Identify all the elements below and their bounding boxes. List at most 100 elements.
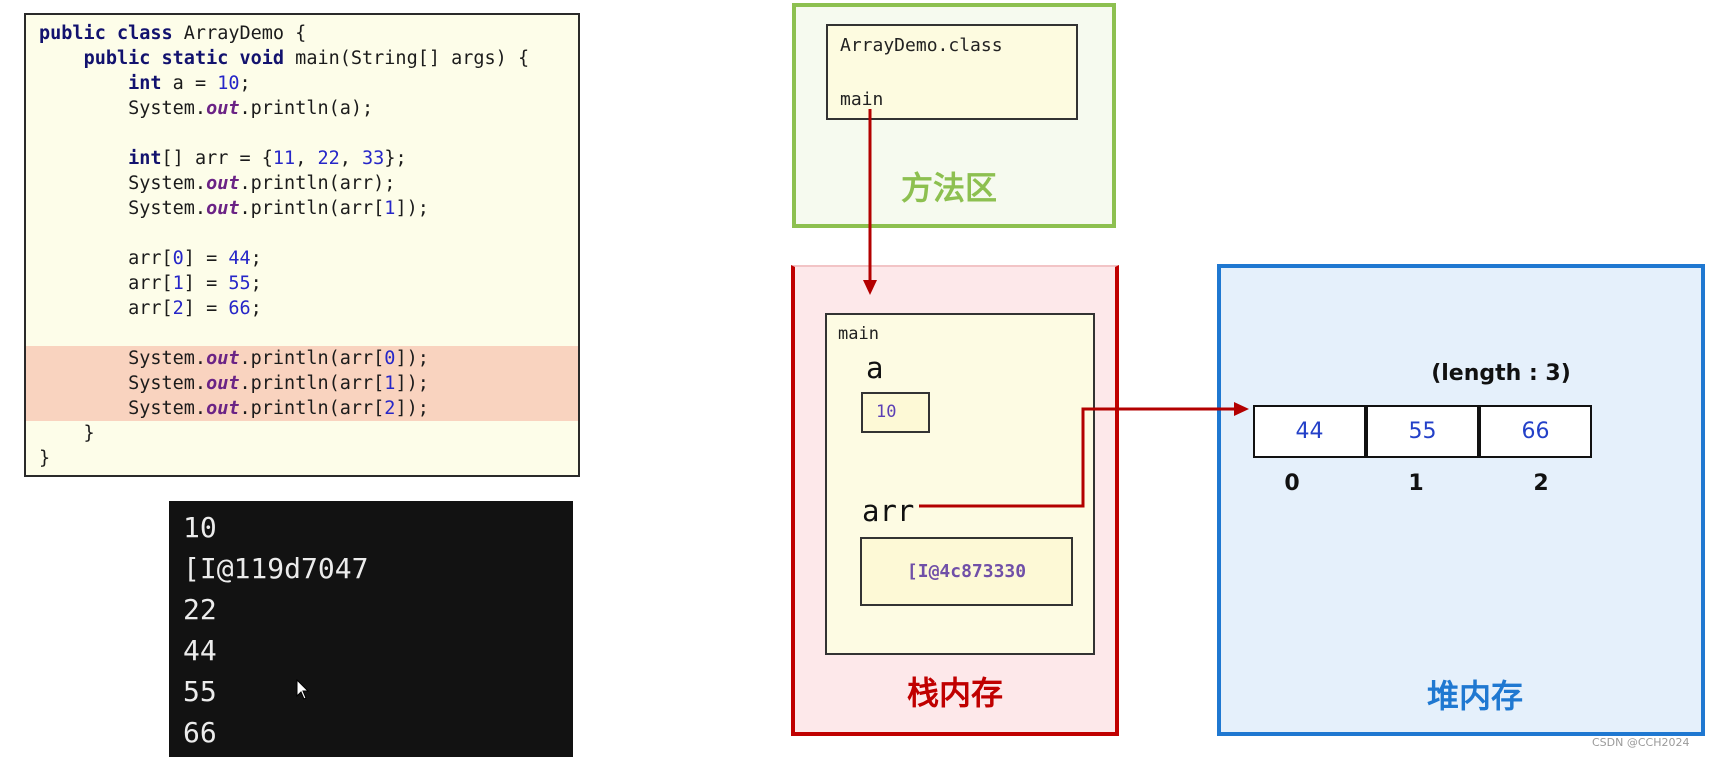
code-token-text: ] = [183, 298, 229, 319]
array-cell: 66 [1479, 405, 1592, 458]
console-output-line: 22 [183, 593, 217, 626]
code-token-field: out [206, 373, 240, 394]
code-token-text: ]); [395, 373, 429, 394]
class-file-name: ArrayDemo.class [840, 35, 1003, 56]
code-token-text: System. [39, 173, 207, 194]
code-line: int a = 10; [26, 71, 578, 96]
code-token-field: out [206, 398, 240, 419]
code-token-number: 33 [362, 148, 385, 169]
code-token-number: 10 [217, 73, 240, 94]
code-token-text: ; [239, 73, 251, 94]
code-line-highlighted: System.out.println(arr[1]); [26, 371, 578, 396]
code-token-text: ] = [183, 273, 229, 294]
code-line [26, 121, 578, 146]
array-cell: 44 [1253, 405, 1366, 458]
code-token-text: ]); [395, 398, 429, 419]
variable-name-a: a [866, 351, 884, 385]
code-line-highlighted: System.out.println(arr[2]); [26, 396, 578, 421]
code-token-field: out [206, 98, 240, 119]
code-token-number: 1 [172, 273, 184, 294]
code-token-text: [] arr = { [161, 148, 273, 169]
code-token-number: 22 [317, 148, 340, 169]
code-token-text: ; [250, 298, 262, 319]
console-output-line: 44 [183, 634, 217, 667]
code-token-keyword: int [128, 148, 162, 169]
code-token-keyword: public static void [83, 48, 285, 69]
code-token-number: 0 [384, 348, 396, 369]
console-output-line: 66 [183, 716, 217, 749]
console-output-line: 55 [183, 675, 217, 708]
array-length-label: (length : 3) [1431, 361, 1571, 386]
code-token-text: System. [39, 373, 207, 394]
code-line: arr[2] = 66; [26, 296, 578, 321]
variable-value-arr: [I@4c873330 [906, 561, 1027, 582]
code-token-number: 2 [384, 398, 396, 419]
variable-value-arr-box: [I@4c873330 [860, 537, 1073, 606]
code-line: System.out.println(a); [26, 96, 578, 121]
code-token-number: 0 [172, 248, 184, 269]
code-line [26, 221, 578, 246]
code-token-text: ArrayDemo { [172, 23, 307, 44]
code-line: arr[0] = 44; [26, 246, 578, 271]
code-token-text: ]); [395, 198, 429, 219]
code-line: public static void main(String[] args) { [26, 46, 578, 71]
code-token-text: System. [39, 98, 207, 119]
code-token-text: arr[ [39, 298, 173, 319]
code-token-text: .println(arr[ [239, 373, 385, 394]
code-token-text [39, 73, 128, 94]
variable-value-a: 10 [876, 402, 897, 422]
code-token-field: out [206, 348, 240, 369]
code-line-highlighted: System.out.println(arr[0]); [26, 346, 578, 371]
code-token-text: ; [250, 248, 262, 269]
class-file-box: ArrayDemo.class main [826, 24, 1078, 120]
stack-memory: main a 10 arr [I@4c873330 栈内存 [791, 265, 1119, 736]
code-token-number: 1 [384, 198, 396, 219]
code-line: } [26, 421, 578, 446]
code-token-text: } [39, 423, 95, 444]
code-token-text: , [295, 148, 318, 169]
code-token-text: arr[ [39, 273, 173, 294]
heap-memory-label: 堆内存 [1426, 677, 1523, 715]
code-token-text: arr[ [39, 248, 173, 269]
code-token-number: 66 [228, 298, 251, 319]
code-token-number: 11 [272, 148, 296, 169]
code-token-number: 2 [172, 298, 184, 319]
code-line: System.out.println(arr); [26, 171, 578, 196]
code-token-text: System. [39, 198, 207, 219]
code-token-number: 55 [228, 273, 251, 294]
stack-frame-label: main [838, 324, 879, 344]
method-area: ArrayDemo.class main 方法区 [792, 3, 1116, 228]
code-token-text: a = [161, 73, 218, 94]
code-token-text: .println(arr[ [239, 348, 385, 369]
stack-frame-main: main a 10 arr [I@4c873330 [825, 313, 1095, 655]
code-line: } [26, 446, 578, 471]
array-index: 1 [1408, 471, 1424, 496]
code-line: arr[1] = 55; [26, 271, 578, 296]
code-token-text: }; [384, 148, 407, 169]
code-token-text: , [339, 148, 363, 169]
code-token-text: System. [39, 398, 207, 419]
variable-value-a-box: 10 [861, 392, 930, 433]
code-line [26, 321, 578, 346]
code-token-text [39, 148, 128, 169]
stack-memory-label: 栈内存 [906, 674, 1003, 712]
code-token-text: .println(a); [239, 98, 374, 119]
code-token-text [39, 48, 84, 69]
code-line: int[] arr = {11, 22, 33}; [26, 146, 578, 171]
code-token-text: ; [250, 273, 262, 294]
code-token-text: ]); [395, 348, 429, 369]
array-cells: 44 55 66 [1253, 405, 1592, 458]
method-area-label: 方法区 [900, 169, 997, 207]
code-token-text: } [39, 448, 51, 469]
code-line: System.out.println(arr[1]); [26, 196, 578, 221]
code-token-field: out [206, 173, 240, 194]
variable-name-arr: arr [862, 494, 915, 528]
array-cell: 55 [1366, 405, 1479, 458]
mouse-cursor-icon [296, 679, 310, 700]
code-editor: public class ArrayDemo { public static v… [24, 13, 580, 477]
array-index: 0 [1284, 471, 1300, 496]
code-token-keyword: int [128, 73, 162, 94]
code-token-text: System. [39, 348, 207, 369]
method-name: main [840, 89, 884, 110]
heap-memory: (length : 3) 44 55 66 0 1 2 堆内存 [1217, 264, 1705, 736]
